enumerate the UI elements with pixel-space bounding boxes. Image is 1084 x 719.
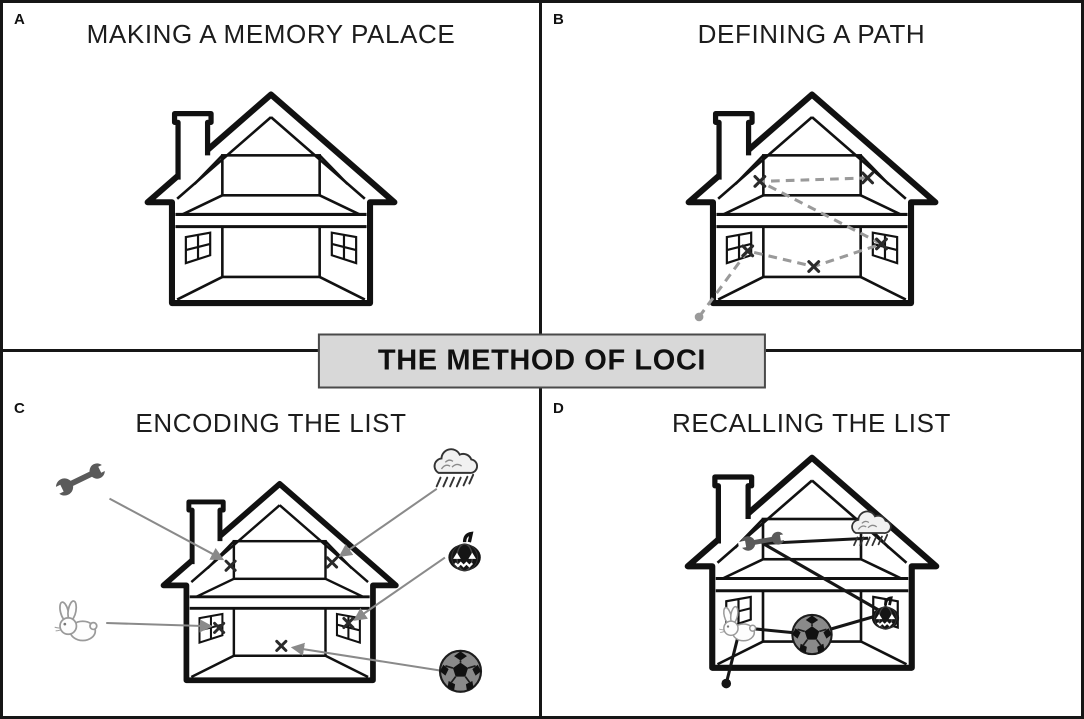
panel-d-illustration bbox=[672, 447, 952, 696]
pumpkin-arrow bbox=[352, 556, 446, 621]
rabbit-arrow bbox=[105, 619, 213, 633]
panel-c-title: ENCODING THE LIST bbox=[135, 408, 407, 438]
wrench-arrow bbox=[108, 497, 224, 561]
house-illustration bbox=[688, 95, 935, 304]
panel-d-title: RECALLING THE LIST bbox=[671, 408, 952, 438]
memory-path-dashed bbox=[697, 176, 883, 318]
storm-cloud-icon bbox=[433, 448, 478, 488]
panel-d-label: D bbox=[553, 400, 564, 417]
path-start-dot bbox=[720, 678, 731, 689]
pumpkin-icon bbox=[446, 531, 483, 573]
storm-cloud-arrow bbox=[338, 487, 437, 558]
path-start-dot bbox=[694, 312, 703, 322]
panel-c-label: C bbox=[14, 400, 25, 417]
panel-a-illustration bbox=[132, 84, 410, 324]
soccer-ball-arrow bbox=[290, 642, 440, 672]
panel-c-encoding-list: C ENCODING THE LIST bbox=[3, 352, 542, 716]
panel-a-making-memory-palace: A MAKING A MEMORY PALACE bbox=[3, 3, 542, 352]
panel-b-title: DEFINING A PATH bbox=[697, 19, 926, 49]
panel-c-illustration bbox=[44, 443, 499, 713]
soccer-ball-icon bbox=[790, 613, 833, 656]
wrench-icon bbox=[50, 458, 111, 500]
panel-d-recalling-list: D RECALLING THE LIST bbox=[542, 352, 1081, 716]
panel-b-illustration bbox=[673, 84, 951, 324]
item-arrows bbox=[105, 487, 446, 672]
soccer-ball-icon bbox=[438, 649, 482, 693]
panel-a-label: A bbox=[14, 11, 25, 28]
house-illustration bbox=[148, 95, 395, 304]
method-of-loci-banner: THE METHOD OF LOCI bbox=[317, 333, 767, 389]
panel-b-defining-path: B DEFINING A PATH bbox=[542, 3, 1081, 352]
rabbit-icon bbox=[53, 599, 98, 642]
panel-b-label: B bbox=[553, 11, 564, 28]
house-illustration bbox=[163, 484, 395, 680]
panel-a-title: MAKING A MEMORY PALACE bbox=[86, 19, 456, 49]
